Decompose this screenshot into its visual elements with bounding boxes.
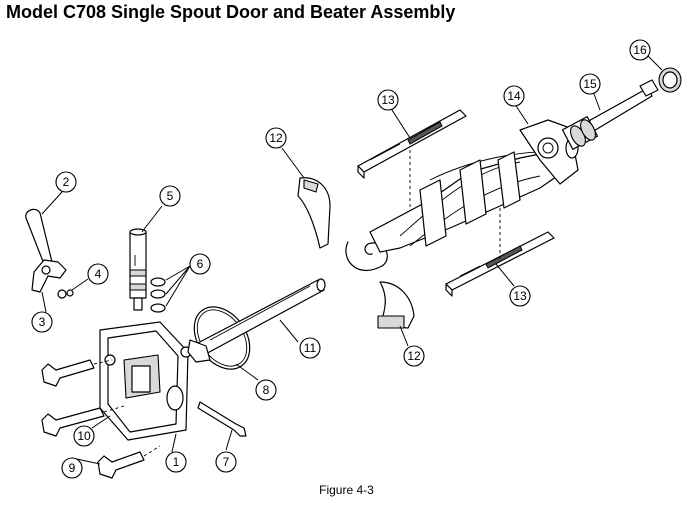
callout-5: 5 <box>159 185 181 207</box>
svg-text:9: 9 <box>69 461 76 475</box>
svg-text:13: 13 <box>381 93 395 107</box>
callout-8: 8 <box>255 379 277 401</box>
callout-3: 3 <box>31 311 53 333</box>
o-rings <box>150 277 166 313</box>
scraper-blade-lower <box>377 281 415 329</box>
door-pin <box>197 401 247 437</box>
beater-support-shaft <box>187 278 326 363</box>
svg-text:5: 5 <box>167 189 174 203</box>
scraper-strip-upper <box>357 109 467 179</box>
svg-text:10: 10 <box>77 429 91 443</box>
svg-text:8: 8 <box>263 383 270 397</box>
door-knobs <box>41 359 161 479</box>
svg-text:11: 11 <box>304 341 317 355</box>
draw-handle <box>25 208 67 293</box>
drive-shaft <box>561 79 659 150</box>
callout-13-lower: 13 <box>509 285 531 307</box>
figure-caption: Figure 4-3 <box>319 483 374 497</box>
callout-12-lower: 12 <box>403 345 425 367</box>
callout-13-upper: 13 <box>377 89 399 111</box>
svg-text:13: 13 <box>513 289 527 303</box>
svg-text:12: 12 <box>269 131 283 145</box>
callout-leaders <box>41 53 663 465</box>
callout-12-upper: 12 <box>265 127 287 149</box>
callout-4: 4 <box>87 263 109 285</box>
svg-text:6: 6 <box>197 257 204 271</box>
scraper-blade-upper <box>297 177 331 249</box>
svg-text:16: 16 <box>633 43 647 57</box>
drive-shaft-seal <box>658 67 682 93</box>
freezer-door <box>99 321 192 441</box>
callout-7: 7 <box>215 451 237 473</box>
callout-14: 14 <box>503 85 525 107</box>
callout-10: 10 <box>73 425 95 447</box>
svg-text:12: 12 <box>407 349 421 363</box>
callout-1: 1 <box>165 451 187 473</box>
page-title: Model C708 Single Spout Door and Beater … <box>6 2 456 22</box>
svg-text:4: 4 <box>95 267 102 281</box>
svg-text:3: 3 <box>39 315 46 329</box>
svg-text:14: 14 <box>507 89 521 103</box>
callout-11: 11 <box>299 337 321 359</box>
svg-text:2: 2 <box>63 175 70 189</box>
callout-9: 9 <box>61 457 83 479</box>
draw-valve <box>129 228 147 311</box>
callout-6: 6 <box>189 253 211 275</box>
scraper-strip-lower <box>445 231 555 297</box>
callout-2: 2 <box>55 171 77 193</box>
callout-15: 15 <box>579 73 601 95</box>
beater-assembly <box>345 119 579 272</box>
handle-pin <box>57 289 74 299</box>
svg-text:1: 1 <box>173 455 180 469</box>
svg-text:15: 15 <box>583 77 597 91</box>
svg-text:7: 7 <box>223 455 230 469</box>
callout-16: 16 <box>629 39 651 61</box>
